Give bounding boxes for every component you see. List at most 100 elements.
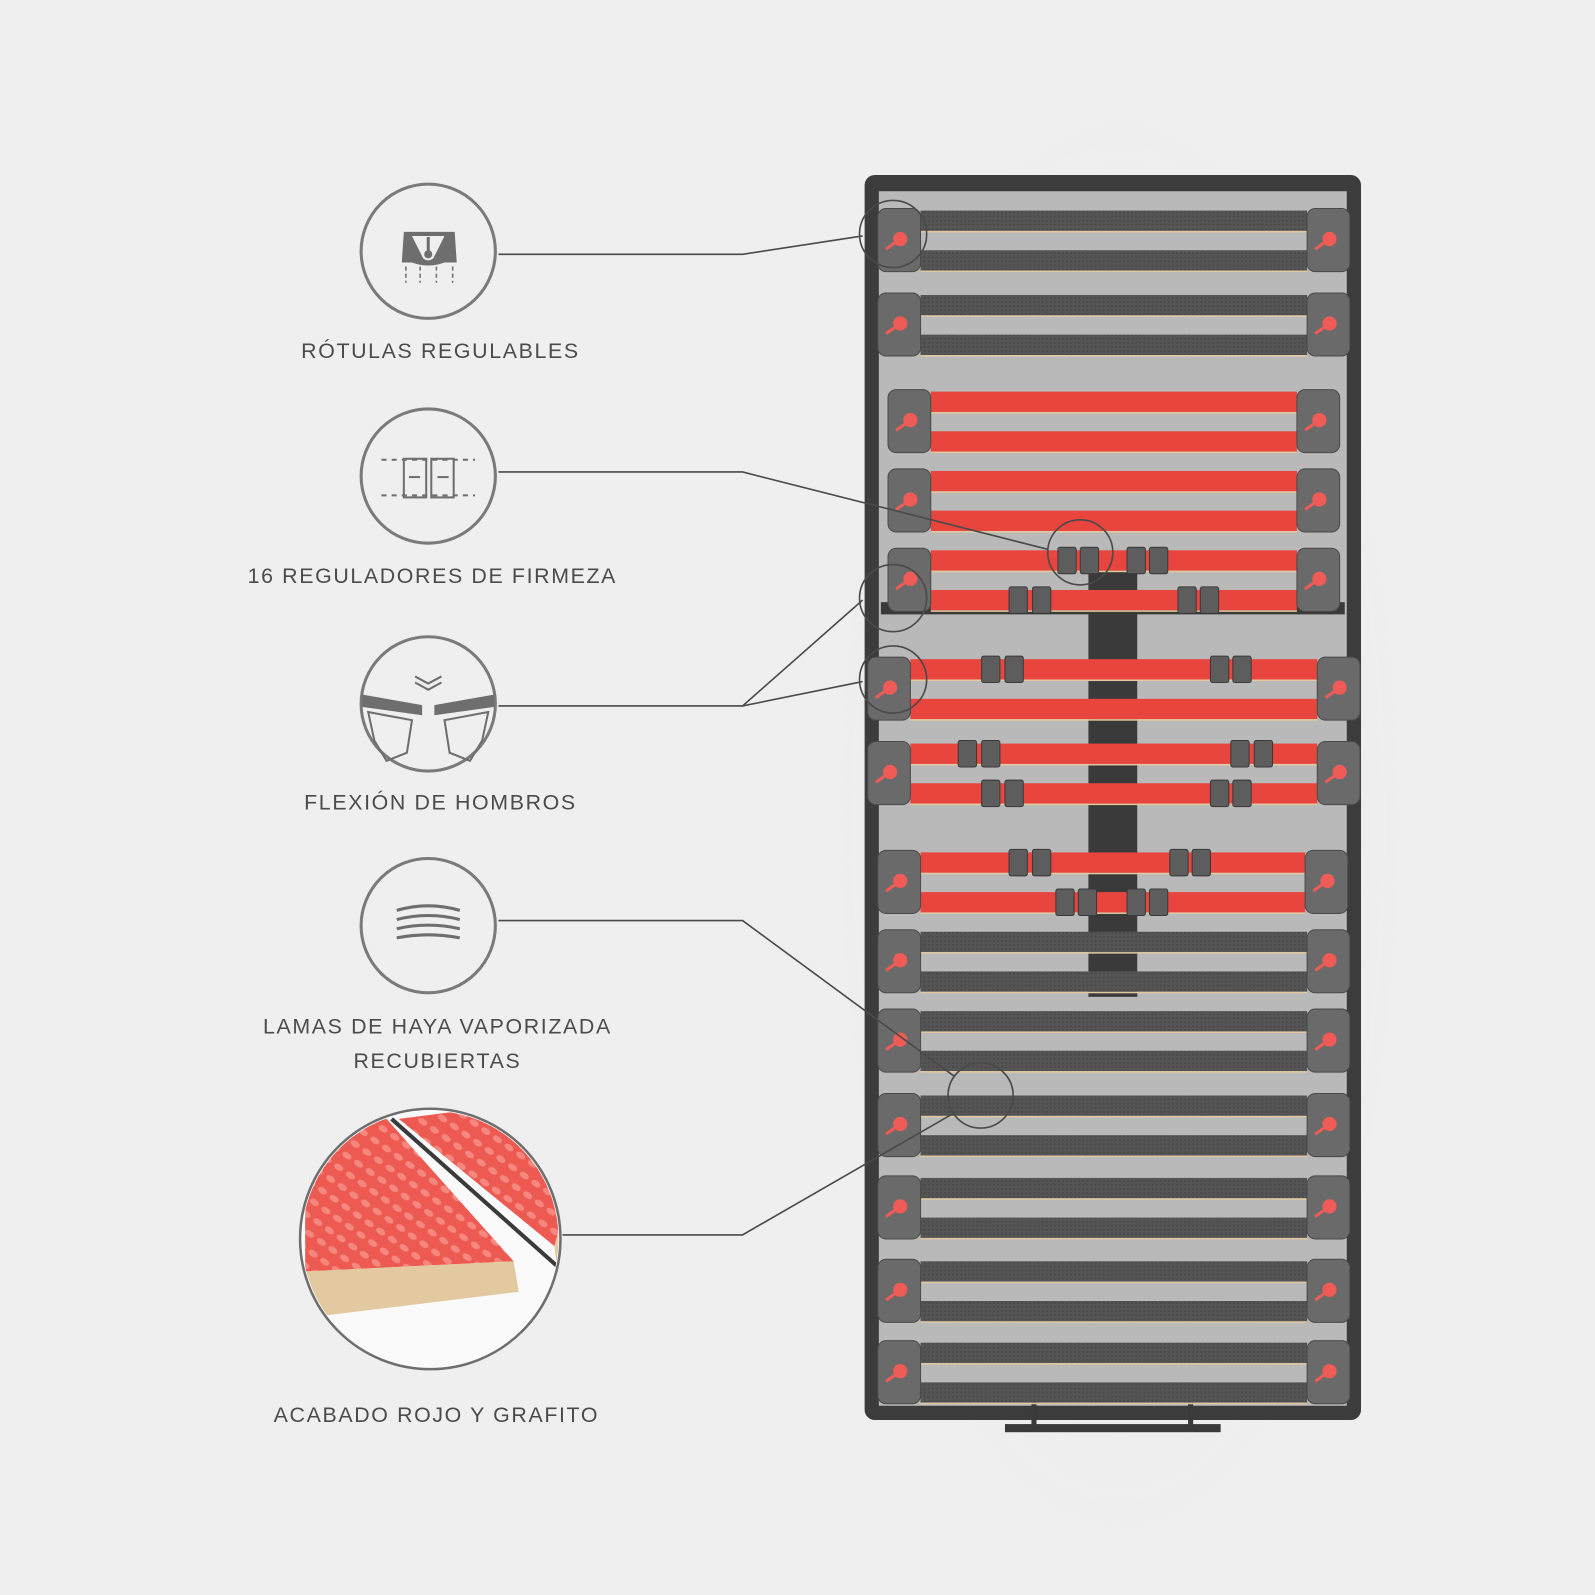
leader-line-acabado — [562, 1111, 957, 1236]
graphite-slat — [920, 1050, 1308, 1072]
graphite-slat — [920, 1177, 1308, 1199]
slat-edge — [930, 530, 1297, 533]
graphite-slat — [920, 1300, 1308, 1322]
firmness-regulator — [1148, 888, 1169, 916]
firmness-regulator — [1169, 848, 1189, 877]
firmness-regulator — [1004, 655, 1024, 684]
slat-edge — [920, 1321, 1308, 1323]
feature-label-lamas-line2: RECUBIERTAS — [353, 1049, 522, 1074]
feature-label-rotulas: RÓTULAS REGULABLES — [301, 339, 580, 364]
graphite-slat — [920, 1011, 1308, 1032]
graphite-slat — [920, 1382, 1308, 1403]
firmness-regulator — [1079, 546, 1100, 575]
joint-handle — [1324, 686, 1341, 700]
slat-edge — [920, 1402, 1308, 1405]
foot-leg — [1188, 1393, 1194, 1429]
callout-circle — [858, 645, 928, 714]
red-slat — [930, 550, 1297, 571]
joint-handle — [1312, 879, 1329, 893]
joint-handle — [885, 237, 902, 251]
slat-edge — [920, 952, 1308, 954]
slat-edge — [920, 912, 1306, 914]
joint-handle — [885, 958, 902, 972]
firmness-regulator — [1232, 779, 1252, 808]
red-slat — [930, 470, 1297, 492]
leader-lines — [498, 199, 1114, 1236]
joint-handle — [1314, 1038, 1331, 1051]
red-slat — [910, 743, 1318, 764]
slat-edge — [920, 270, 1308, 273]
slat-edge — [930, 451, 1297, 454]
slat-edge — [910, 803, 1318, 806]
joint-handle — [1314, 958, 1331, 972]
graphite-slat — [920, 250, 1308, 271]
slat-edge — [920, 1031, 1308, 1033]
joint-handle — [885, 322, 902, 335]
slats-icon-circle — [359, 856, 497, 995]
adjustable-joint-icon — [401, 231, 457, 283]
callout-circle — [858, 563, 928, 633]
graphite-slat — [920, 931, 1308, 953]
firmness-regulator — [1199, 586, 1220, 614]
joint-handle — [1314, 1288, 1331, 1302]
foot-bar — [1004, 1424, 1221, 1433]
red-slat — [930, 431, 1297, 452]
joint-handle — [885, 1288, 902, 1302]
slat-edge — [920, 315, 1308, 317]
red-slat — [930, 589, 1297, 611]
joint-handle — [1314, 1205, 1331, 1218]
slatted-bed-base — [834, 101, 1404, 1547]
firmness-regulator — [1191, 848, 1211, 877]
firmness-regulator — [1008, 848, 1028, 877]
firmness-regulator — [1057, 546, 1077, 575]
slat-edge — [930, 411, 1297, 414]
joint-handle — [1304, 498, 1321, 511]
firmness-regulator — [1031, 848, 1052, 877]
joint-handle — [895, 498, 912, 511]
slat-edge — [910, 719, 1318, 721]
red-slat — [920, 852, 1306, 873]
feature-label-lamas-line1: LAMAS DE HAYA VAPORIZADA — [262, 1015, 612, 1039]
adjustable-joint-icon-circle — [359, 182, 497, 320]
joint-handle — [874, 770, 891, 784]
red-slat — [930, 510, 1297, 531]
firmness-regulator — [981, 740, 1001, 768]
firmness-regulator — [1230, 740, 1250, 768]
firmness-regulator — [981, 779, 1001, 808]
slat-edge — [920, 1363, 1308, 1365]
firmness-regulator — [1126, 546, 1146, 575]
red-slat — [910, 698, 1318, 720]
joint-handle — [1324, 770, 1341, 784]
firmness-regulator — [1209, 779, 1230, 808]
graphite-slat — [920, 1342, 1308, 1364]
slat-edge — [920, 230, 1308, 233]
slat-edge — [920, 991, 1308, 994]
joint-handle — [1304, 418, 1321, 432]
slats-icon — [396, 904, 461, 940]
graphite-slat — [920, 1261, 1308, 1282]
joint-handle — [1314, 1369, 1331, 1383]
red-slat — [930, 391, 1297, 412]
firmness-regulator — [1126, 888, 1146, 916]
firmness-regulator — [1077, 888, 1098, 916]
red-slat — [910, 783, 1318, 804]
slat-edge — [920, 1237, 1308, 1240]
slat-edge — [910, 679, 1318, 682]
slat-edge — [910, 763, 1318, 766]
graphite-slat — [920, 1095, 1308, 1116]
graphite-slat — [920, 971, 1308, 992]
red-slat — [920, 892, 1306, 913]
foot-leg — [1031, 1393, 1037, 1429]
firmness-regulator — [1148, 546, 1169, 575]
callout-circle — [1046, 518, 1114, 586]
firmness-regulator — [1232, 655, 1252, 684]
graphite-slat — [920, 210, 1308, 231]
slat-edge — [920, 355, 1308, 357]
leader-line-reguladores — [498, 471, 1048, 551]
red-slat — [910, 659, 1318, 680]
joint-handle — [885, 1122, 902, 1136]
slat-edge — [930, 570, 1297, 573]
feature-label-hombros: FLEXIÓN DE HOMBROS — [304, 791, 577, 815]
joint-handle — [1314, 1122, 1331, 1136]
